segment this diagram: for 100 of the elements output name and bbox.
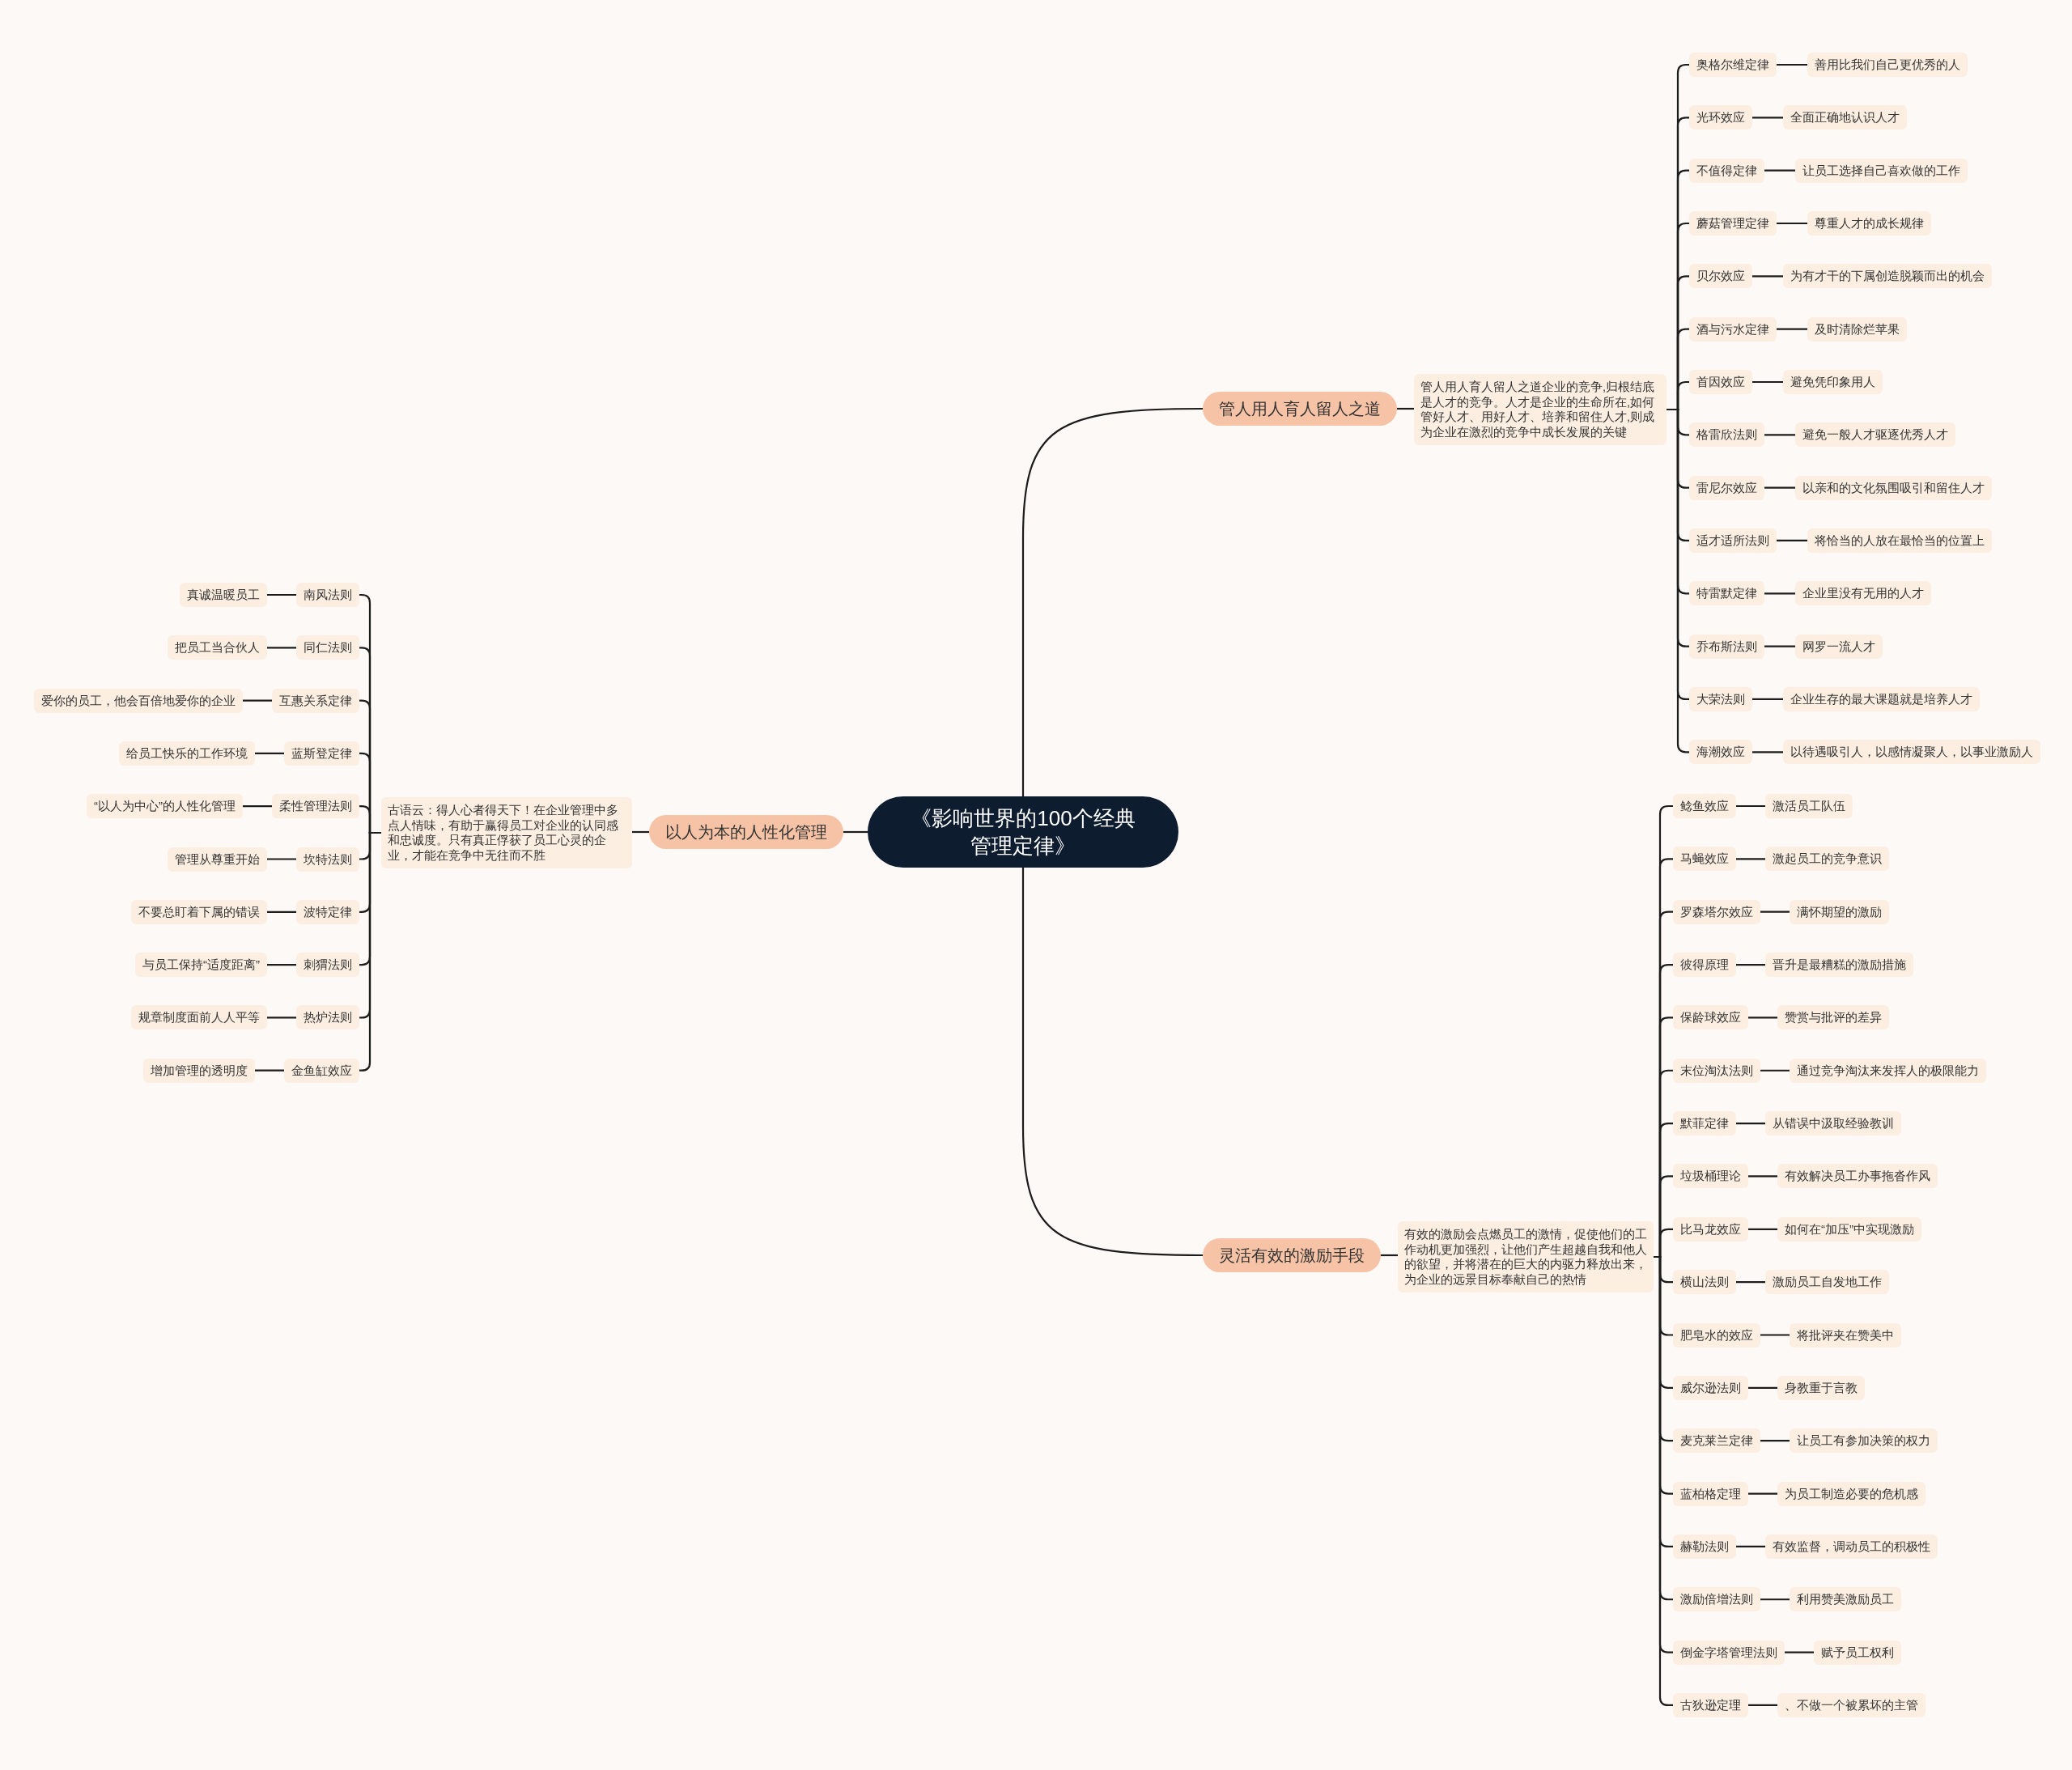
- description-label: 赋予员工权利: [1814, 1640, 1901, 1665]
- description-label: 尊重人才的成长规律: [1807, 211, 1931, 236]
- connector-line: [1667, 408, 1689, 753]
- description-label: “以人为中心”的人性化管理: [87, 794, 243, 819]
- description-label: 利用赞美激励员工: [1790, 1587, 1901, 1612]
- description-label: 爱你的员工，他会百倍地爱你的企业: [34, 688, 243, 713]
- connector-line: [1748, 1017, 1777, 1019]
- connector-line: [1752, 275, 1783, 278]
- description-label: 避免凭印象用人: [1783, 369, 1883, 394]
- connector-line: [255, 752, 284, 754]
- description-label: 赞赏与批评的差异: [1777, 1005, 1889, 1030]
- connector-line: [1381, 1254, 1398, 1257]
- law-label: 鲶鱼效应: [1673, 794, 1736, 818]
- description-label: 企业里没有无用的人才: [1795, 581, 1931, 606]
- law-label: 大荣法则: [1689, 686, 1752, 711]
- description-label: 避免一般人才驱逐优秀人才: [1795, 422, 1955, 448]
- connector-line: [255, 1069, 284, 1072]
- law-label: 首因效应: [1689, 369, 1752, 394]
- law-label: 麦克莱兰定律: [1673, 1428, 1760, 1454]
- law-label: 蓝柏格定理: [1673, 1481, 1748, 1506]
- connector-line: [1764, 645, 1795, 647]
- connector-line: [632, 830, 649, 834]
- connector-line: [843, 830, 868, 834]
- law-label: 威尔逊法则: [1673, 1375, 1748, 1400]
- description-label: 满怀期望的激励: [1790, 899, 1889, 924]
- branch-topic: 管人用人育人留人之道: [1203, 392, 1397, 426]
- description-label: 以待遇吸引人，以感情凝聚人，以事业激励人: [1783, 740, 2040, 765]
- description-label: 有效解决员工办事拖沓作风: [1777, 1164, 1938, 1189]
- description-label: 给员工快乐的工作环境: [119, 741, 255, 766]
- law-label: 热炉法则: [296, 1005, 359, 1030]
- connector-line: [1752, 380, 1783, 384]
- note-box: 古语云：得人心者得天下！在企业管理中多点人情味，有助于赢得员工对企业的认同感和忠诚度。只有真正俘获了员工心灵的企业，才能在竞争中无往而不胜: [381, 797, 632, 868]
- connector-line: [243, 805, 272, 808]
- connector-line: [267, 964, 296, 966]
- description-label: 将批评夹在赞美中: [1790, 1322, 1901, 1348]
- description-label: 善用比我们自己更优秀的人: [1807, 53, 1968, 77]
- connector-line: [1760, 910, 1790, 913]
- connector-line: [1748, 1228, 1777, 1230]
- connector-line: [1736, 1123, 1765, 1125]
- connector-line: [1397, 407, 1414, 410]
- connector-line: [1748, 1492, 1777, 1495]
- description-label: 如何在“加压”中实现激励: [1777, 1216, 1921, 1242]
- connector-line: [267, 593, 296, 596]
- connector-line: [267, 1017, 296, 1019]
- description-label: 有效监督，调动员工的积极性: [1765, 1534, 1938, 1559]
- connector-line: [1760, 1334, 1790, 1336]
- law-label: 蓝斯登定律: [284, 741, 359, 766]
- law-label: 肥皂水的效应: [1673, 1322, 1760, 1348]
- law-label: 马蝇效应: [1673, 847, 1736, 872]
- description-label: 从错误中汲取经验教训: [1765, 1111, 1901, 1136]
- law-label: 坎特法则: [296, 847, 359, 872]
- description-label: 及时清除烂苹果: [1807, 316, 1907, 342]
- connector-line: [1764, 169, 1795, 172]
- description-label: 为有才干的下属创造脱颖而出的机会: [1783, 264, 1992, 289]
- description-label: 与员工保持“适度距离”: [135, 953, 267, 978]
- branch-topic: 灵活有效的激励手段: [1203, 1238, 1381, 1272]
- note-box: 有效的激励会点燃员工的激情，促使他们的工作动机更加强烈，让他们产生超越自我和他人的欲望，并将潜在的巨大的内驱力释放出来，为企业的远景目标奉献自己的热情: [1398, 1221, 1654, 1292]
- law-label: 奥格尔维定律: [1689, 53, 1777, 77]
- connector-line: [1785, 1651, 1814, 1653]
- law-label: 柔性管理法则: [272, 794, 359, 819]
- law-label: 格雷欣法则: [1689, 422, 1764, 448]
- description-label: 企业生存的最大课题就是培养人才: [1783, 686, 1980, 711]
- description-label: 增加管理的透明度: [143, 1058, 255, 1083]
- law-label: 不值得定律: [1689, 158, 1764, 183]
- law-label: 垃圾桶理论: [1673, 1164, 1748, 1189]
- description-label: 激活员工队伍: [1765, 794, 1853, 818]
- description-label: 规章制度面前人人平等: [131, 1005, 267, 1030]
- connector-line: [1021, 868, 1203, 1257]
- law-label: 同仁法则: [296, 635, 359, 660]
- description-label: 网罗一流人才: [1795, 634, 1883, 659]
- law-label: 默菲定律: [1673, 1111, 1736, 1136]
- description-label: 为员工制造必要的危机感: [1777, 1481, 1926, 1506]
- connector-line: [1777, 222, 1807, 225]
- law-label: 古狄逊定理: [1673, 1692, 1748, 1717]
- connector-line: [1760, 1598, 1790, 1601]
- law-label: 贝尔效应: [1689, 264, 1752, 289]
- description-label: 激励员工自发地工作: [1765, 1270, 1889, 1295]
- connector-line: [359, 831, 381, 1072]
- connector-line: [1021, 407, 1203, 796]
- branch-topic: 以人为本的人性化管理: [649, 815, 843, 849]
- note-box: 管人用人育人留人之道企业的竞争,归根结底是人才的竞争。人才是企业的生命所在,如何管好人才、用好人才、培养和留住人才,则成为企业在激烈的竞争中成长发展的关键: [1414, 374, 1667, 445]
- connector-line: [267, 910, 296, 913]
- connector-line: [1764, 434, 1795, 436]
- connector-line: [1764, 486, 1795, 489]
- law-label: 蘑菇管理定律: [1689, 211, 1777, 236]
- connector-line: [1748, 1175, 1777, 1178]
- connector-line: [267, 647, 296, 649]
- description-label: 身教重于言教: [1777, 1375, 1865, 1400]
- law-label: 乔布斯法则: [1689, 634, 1764, 659]
- law-label: 保龄球效应: [1673, 1005, 1748, 1030]
- connector-line: [1764, 592, 1795, 595]
- law-label: 互惠关系定律: [272, 688, 359, 713]
- connector-line: [1760, 1069, 1790, 1072]
- connector-line: [1736, 1281, 1765, 1284]
- connector-line: [1736, 1545, 1765, 1547]
- law-label: 罗森塔尔效应: [1673, 899, 1760, 924]
- connector-line: [1736, 963, 1765, 966]
- connector-line: [243, 699, 272, 702]
- central-topic: 《影响世界的100个经典管理定律》: [868, 796, 1178, 868]
- description-label: 激起员工的竞争意识: [1765, 847, 1889, 872]
